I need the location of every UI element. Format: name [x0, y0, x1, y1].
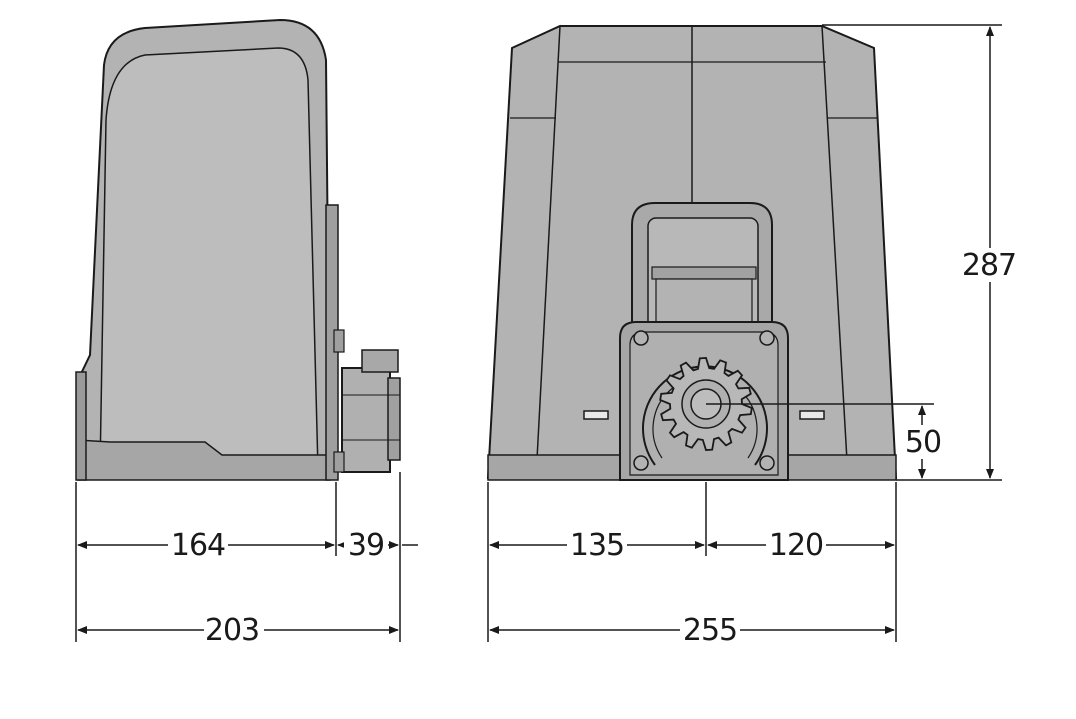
side-inner-panel: [99, 47, 319, 471]
label-164: 164: [171, 528, 225, 563]
front-left-panel: [511, 24, 561, 479]
label-120: 120: [769, 528, 823, 563]
side-view: [75, 18, 401, 481]
side-bottom-band: [77, 439, 331, 481]
front-view: [486, 24, 898, 481]
label-50: 50: [905, 425, 941, 460]
label-135: 135: [570, 528, 624, 563]
right-slot: [799, 410, 825, 420]
side-rear-strip: [75, 371, 87, 481]
left-slot: [583, 410, 609, 420]
front-right-panel: [821, 24, 875, 479]
label-203: 203: [205, 613, 259, 648]
side-motor-block: [333, 329, 401, 473]
dimension-labels: 164 39 203 135 120 255 287 50: [168, 248, 1020, 648]
label-39: 39: [348, 528, 384, 563]
label-255: 255: [683, 613, 737, 648]
label-287: 287: [962, 248, 1016, 283]
